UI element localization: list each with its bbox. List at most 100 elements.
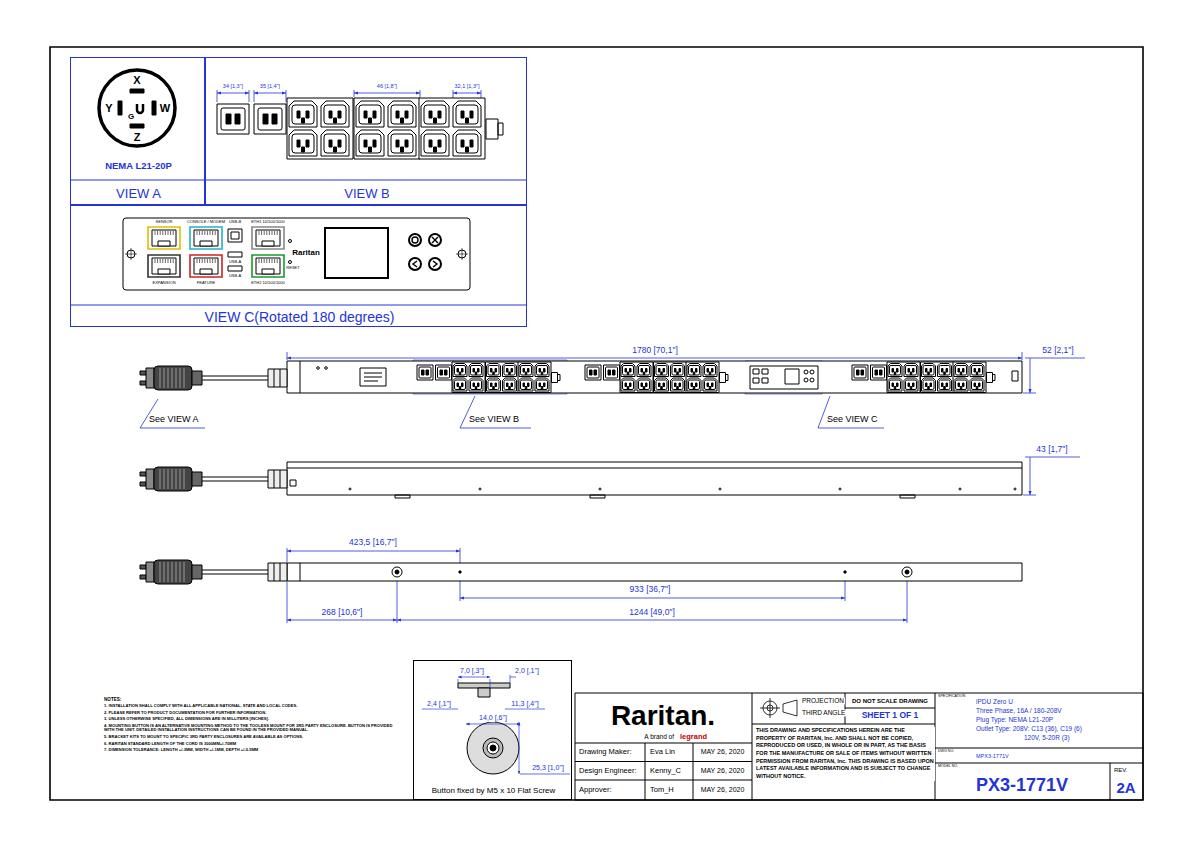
- dimension-lines: [287, 548, 288, 562]
- outlet-group: [356, 130, 384, 156]
- controller-panel: [207, 231, 208, 235]
- outlet-group: [942, 383, 944, 387]
- outlet-group: [475, 372, 477, 375]
- dimension-lines: [1025, 358, 1085, 359]
- outlet-group: [495, 383, 497, 387]
- pdu-front-view: [753, 369, 759, 374]
- outlet-group: [544, 383, 546, 387]
- dimension-lines: [1025, 457, 1080, 458]
- outlet-group: [910, 387, 912, 390]
- dimension-lines: [254, 90, 255, 102]
- controller-panel: [325, 228, 388, 278]
- outlet-group: [470, 111, 473, 118]
- port-label: USB-A: [228, 274, 242, 278]
- outlet-group: [509, 387, 511, 390]
- port-label: USB-B: [228, 220, 242, 224]
- power-plug-and-cord: [146, 368, 154, 388]
- dimension-lines: [287, 358, 1022, 359]
- outlet-group: [606, 367, 618, 378]
- outlet-group: [302, 118, 305, 123]
- outlet-group: [364, 111, 367, 118]
- outlet-group: [369, 118, 372, 123]
- dimension-lines: [397, 577, 398, 623]
- power-plug-and-cord: [154, 366, 192, 390]
- outlet-group: [960, 372, 962, 375]
- outlet-group: [289, 130, 317, 156]
- controller-panel: [413, 261, 417, 267]
- outlet-group: [906, 366, 917, 376]
- outlet-group: [525, 387, 527, 390]
- controller-panel: [266, 231, 267, 235]
- brand-logo: legrand: [679, 733, 708, 741]
- field-caption: SPECIFICATION: [937, 695, 966, 699]
- port-label: ETH1 10/100/1000: [250, 220, 286, 224]
- pdu-side-view: [599, 488, 601, 490]
- outlet-group: [503, 364, 517, 377]
- outlet-group: [890, 366, 901, 376]
- controller-panel: [173, 231, 174, 235]
- power-plug-and-cord: [180, 368, 181, 388]
- outlet-group: [488, 366, 499, 376]
- outlet-group: [709, 372, 711, 375]
- button-dimension-lines: [422, 675, 570, 774]
- outlet-group: [972, 366, 983, 376]
- outlet-group: [456, 105, 478, 124]
- power-plug-and-cord: [268, 563, 287, 581]
- power-plug-and-cord: [176, 368, 177, 388]
- plug-type-label: NEMA L21-20P: [105, 161, 172, 171]
- power-plug-and-cord: [184, 368, 185, 388]
- pdu-front-view: [325, 367, 328, 370]
- outlet-group: [329, 111, 332, 118]
- power-plug-and-cord: [176, 469, 177, 489]
- port-label: CONSOLE / MODEM: [186, 220, 226, 224]
- outlet-group: [705, 366, 716, 376]
- pdu-front-view: [287, 361, 1022, 393]
- outlet-group: [461, 140, 464, 147]
- view-leaders: [818, 396, 884, 428]
- outlet-group: [461, 111, 464, 118]
- power-plug-and-cord: [146, 562, 154, 582]
- controller-panel: [289, 261, 292, 264]
- title-block-lines: [845, 708, 935, 709]
- outlet-group: [979, 369, 981, 373]
- controller-panel: [210, 259, 211, 263]
- outlet-group: [974, 369, 976, 373]
- outlet-group: [641, 383, 643, 387]
- outlet-group: [639, 380, 650, 390]
- outlet-group: [956, 380, 967, 390]
- pdu-back-view: [905, 570, 909, 574]
- button-dimension-lines: [422, 709, 458, 710]
- outlet-group: [509, 372, 511, 375]
- controller-panel: [158, 269, 170, 274]
- controller-panel: [160, 231, 161, 235]
- controller-panel: [207, 259, 208, 263]
- pdu-front-view: [750, 366, 818, 389]
- outlet-group: [637, 378, 651, 391]
- outlet-group: [217, 98, 503, 159]
- power-plug-and-cord: [180, 562, 181, 582]
- outlet-group: [585, 365, 601, 380]
- outlet-group: [613, 370, 616, 375]
- outlet-group: [987, 373, 993, 383]
- power-plug-and-cord: [192, 371, 202, 385]
- outlet-group: [321, 101, 349, 127]
- dimension-label: 35 [1,4"]: [259, 83, 281, 89]
- outlet-group: [466, 118, 469, 123]
- outlet-group: [854, 367, 866, 378]
- controller-panel: [212, 231, 213, 235]
- nema-plug-face: [99, 70, 175, 146]
- title-block-lines: [752, 724, 935, 725]
- outlet-group: [970, 378, 984, 391]
- controller-panel: [152, 230, 176, 246]
- dimension-lines: [1022, 352, 1023, 360]
- field-caption: DWG NO.: [937, 750, 955, 754]
- outlet-group: [852, 362, 995, 393]
- power-plug-and-cord: [184, 469, 185, 489]
- power-plug-and-cord: [192, 565, 202, 579]
- outlet-group: [436, 365, 452, 380]
- outlet-group: [641, 369, 643, 373]
- sheet-frame: [50, 47, 1143, 800]
- pdu-back-view: [287, 563, 1022, 581]
- dimension-lines: [420, 90, 421, 97]
- dimension-label: 14,0 [,6"]: [478, 714, 508, 722]
